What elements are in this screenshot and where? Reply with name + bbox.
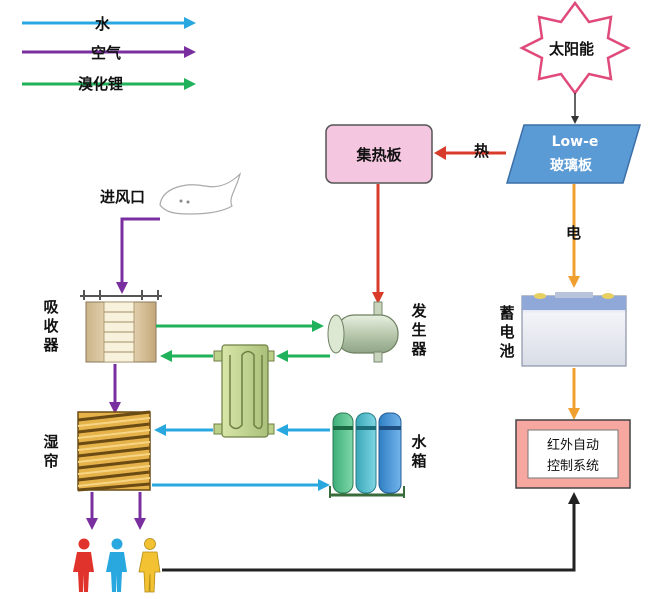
libr-generator-to-hx-arrowhead — [276, 350, 288, 362]
air-to-people-right-arrowhead — [134, 518, 146, 530]
absorber — [80, 290, 162, 363]
wet-curtain — [77, 410, 151, 492]
libr-hx-to-absorber-arrowhead — [160, 350, 172, 362]
absorber-to-curtain-arrowhead — [109, 402, 121, 414]
electricity-label: 电 — [566, 224, 582, 242]
legend-air-arrowhead — [184, 46, 196, 58]
legend-water-arrowhead — [184, 17, 196, 29]
person-blue-icon — [106, 538, 127, 592]
air-to-people-left-arrowhead — [86, 518, 98, 530]
person-red-icon — [73, 538, 94, 592]
heat-exchanger — [213, 344, 275, 438]
inlet-to-absorber-arrowhead — [116, 282, 128, 294]
control-signal-line — [162, 504, 576, 572]
legend-air-label: 空气 — [91, 44, 122, 62]
electricity-arrowhead-bottom — [568, 408, 580, 420]
tank-label: 水箱 — [411, 433, 427, 470]
water-tanks — [329, 412, 405, 498]
absorber-label: 吸收器 — [43, 298, 59, 354]
collector-label: 集热板 — [356, 146, 402, 164]
curtain-label: 湿帘 — [43, 433, 59, 470]
inlet-ghost-icon — [159, 172, 242, 215]
water-tank-to-hx-arrowhead — [276, 424, 288, 436]
control-signal-arrowhead — [568, 492, 580, 504]
inlet-ghost-eye-2 — [186, 200, 190, 204]
legend-water-label: 水 — [95, 15, 111, 33]
water-curtain-to-tank-arrowhead — [318, 479, 330, 491]
heat-arrowhead — [434, 146, 446, 160]
legend-libr-arrowhead — [184, 78, 196, 90]
water-hx-to-curtain-arrowhead — [154, 424, 166, 436]
glass-label-line2: 玻璃板 — [550, 158, 592, 174]
glass-label-line1: Low-e — [551, 134, 599, 150]
legend — [22, 17, 196, 90]
generator-label: 发生器 — [411, 302, 427, 358]
battery — [521, 292, 627, 367]
sun-label: 太阳能 — [549, 40, 595, 58]
sun-to-glass-arrowhead — [571, 116, 579, 124]
inlet-label: 进风口 — [100, 188, 146, 206]
heat-label: 热 — [474, 142, 490, 160]
libr-absorber-to-generator-arrowhead — [312, 320, 324, 332]
person-yellow-icon — [138, 538, 161, 593]
collector-box — [325, 124, 433, 184]
control-system-inner — [527, 429, 619, 479]
inlet-ghost-eye — [179, 199, 183, 203]
control-label-line1: 红外自动 — [546, 438, 599, 453]
collector-to-generator-arrowhead — [372, 292, 384, 304]
battery-label: 蓄电池 — [499, 304, 515, 360]
low-e-glass-panel — [505, 124, 642, 184]
legend-libr-label: 溴化锂 — [78, 75, 124, 93]
control-label-line2: 控制系统 — [546, 459, 599, 474]
inlet-to-absorber-line — [120, 217, 160, 282]
electricity-arrowhead-top — [568, 276, 580, 288]
generator — [327, 301, 399, 363]
